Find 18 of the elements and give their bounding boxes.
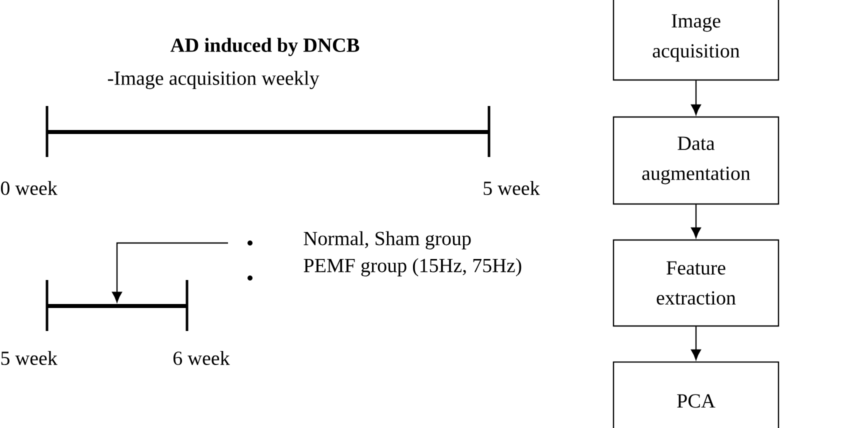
timeline-heading: AD induced by DNCB: [170, 38, 360, 56]
bullet-list: Normal, Sham group PEMF group (15Hz, 75Hz): [248, 231, 522, 280]
process-box: Data augmentation: [612, 116, 780, 205]
node-label: PEMF group (15Hz, 75Hz): [304, 258, 522, 276]
arrow: [691, 326, 701, 360]
week-label: 5 week: [1, 350, 58, 366]
week-label: 5 week: [484, 180, 540, 196]
node-label: Normal, Sham group: [304, 231, 471, 250]
timeline-note: -Image acquisition weekly: [108, 70, 320, 90]
week-label: 6 week: [173, 350, 230, 366]
arrow: [691, 204, 701, 238]
week-label: 0 week: [0, 180, 58, 196]
arrow: [691, 80, 701, 115]
process-box: Image acquisition: [612, 0, 780, 81]
process-box: Feature extraction: [612, 239, 780, 327]
timeline-bar: [47, 304, 187, 308]
leader-arrow: [112, 242, 228, 302]
process-box: PCA: [612, 361, 780, 428]
